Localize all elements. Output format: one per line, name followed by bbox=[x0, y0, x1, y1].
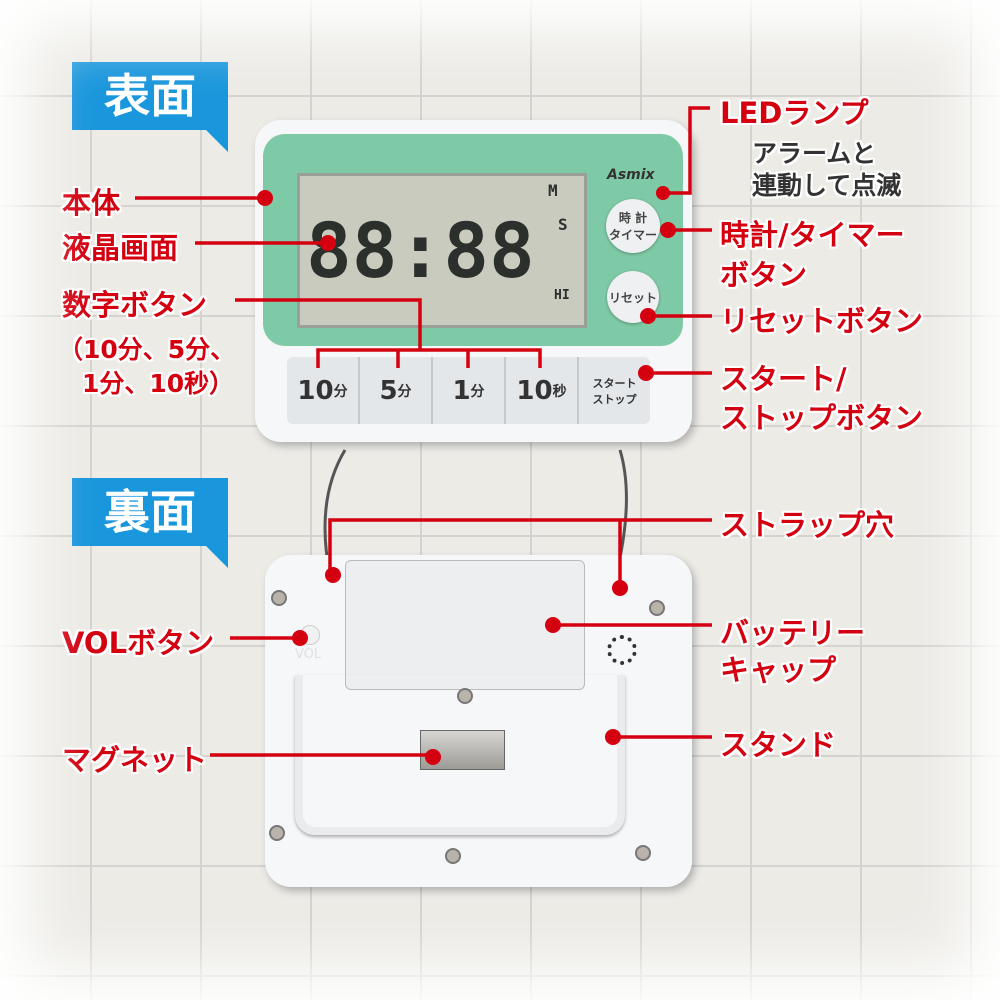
label-battery-2: キャップ bbox=[720, 653, 837, 687]
label-led: LEDランプ bbox=[720, 96, 869, 130]
key-num: 10 bbox=[297, 375, 334, 406]
key-num: 5 bbox=[379, 375, 398, 406]
start-stop-button[interactable]: スタートストップ bbox=[579, 357, 650, 424]
clock-timer-button[interactable]: 時 計タイマー bbox=[606, 199, 660, 253]
label-start-stop-2: ストップボタン bbox=[720, 401, 924, 435]
key-unit: 秒 bbox=[552, 383, 567, 400]
label-vol: VOLボタン bbox=[62, 626, 215, 660]
label-strap: ストラップ穴 bbox=[720, 508, 895, 542]
button-text: ストップ bbox=[592, 392, 637, 406]
label-stand: スタンド bbox=[720, 728, 837, 762]
timer-back: VOL bbox=[265, 555, 692, 887]
key-unit: 分 bbox=[397, 383, 412, 400]
label-number-note-2: 1分、10秒） bbox=[82, 369, 235, 398]
screw bbox=[271, 590, 287, 606]
label-clock-timer-1: 時計/タイマー bbox=[720, 218, 905, 252]
label-start-stop-1: スタート/ bbox=[720, 362, 847, 396]
label-led-note-2: 連動して点滅 bbox=[752, 171, 902, 200]
label-clock-timer-2: ボタン bbox=[720, 258, 808, 292]
screw bbox=[269, 825, 285, 841]
button-text: リセット bbox=[608, 290, 657, 305]
screw bbox=[635, 845, 651, 861]
label-number-buttons: 数字ボタン bbox=[62, 288, 208, 322]
key-unit: 分 bbox=[470, 383, 485, 400]
lcd-m: M bbox=[548, 181, 558, 200]
key-unit: 分 bbox=[333, 383, 348, 400]
label-led-note-1: アラームと bbox=[752, 139, 877, 168]
label-magnet: マグネット bbox=[62, 743, 208, 777]
lcd-s: S bbox=[558, 215, 568, 234]
label-body: 本体 bbox=[62, 186, 121, 220]
key-num: 1 bbox=[452, 375, 471, 406]
back-badge: 裏面 bbox=[72, 478, 228, 568]
label-number-note-1: （10分、5分、 bbox=[58, 335, 236, 364]
lcd-hi: HI bbox=[554, 288, 570, 303]
front-badge: 表面 bbox=[72, 62, 228, 152]
screw bbox=[445, 848, 461, 864]
button-text: 時 計 bbox=[618, 211, 648, 225]
speaker-holes bbox=[607, 635, 637, 665]
button-text: スタート bbox=[592, 376, 637, 390]
screw bbox=[649, 600, 665, 616]
lcd-screen: 88:88 M S HI bbox=[297, 173, 587, 328]
label-battery-1: バッテリー bbox=[720, 616, 866, 650]
key-num: 10 bbox=[516, 375, 553, 406]
label-lcd: 液晶画面 bbox=[62, 231, 179, 265]
button-text: タイマー bbox=[608, 228, 657, 242]
label-reset: リセットボタン bbox=[720, 304, 924, 338]
screw bbox=[457, 688, 473, 704]
vol-text: VOL bbox=[295, 647, 322, 662]
lcd-digits: 88:88 bbox=[306, 206, 535, 295]
brand-logo: Asmix bbox=[607, 167, 655, 183]
